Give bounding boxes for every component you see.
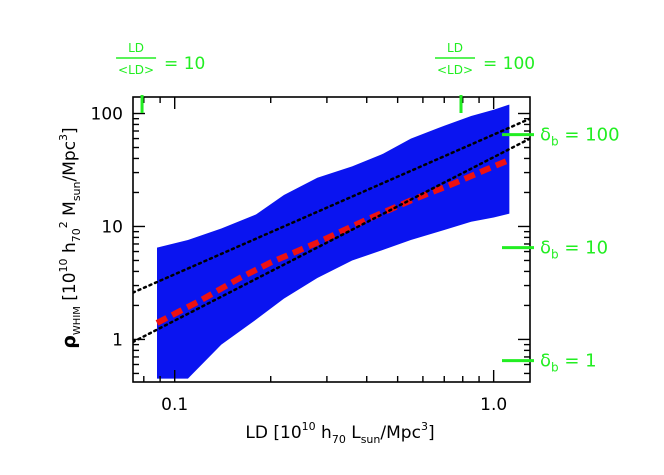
- dotted-line-1: [133, 117, 530, 294]
- plot-frame: [132, 96, 531, 383]
- x-tick-label: 0.1: [161, 395, 188, 415]
- top-marker-value: = 100: [483, 54, 535, 74]
- right-marker-label: δb = 100: [540, 125, 620, 149]
- y-axis-label: ρWHIM [1010 h702 Msun/Mpc3]: [57, 127, 83, 348]
- top-marker-denominator: <LD>: [118, 63, 154, 77]
- top-marker-numerator: LD: [128, 41, 144, 55]
- y-tick-label: 10: [101, 217, 123, 237]
- series-layer: [133, 117, 530, 344]
- y-tick-label: 100: [91, 105, 123, 125]
- band-layer: [157, 104, 510, 379]
- dashed-fit-line: [155, 158, 509, 326]
- top-marker-value: = 10: [164, 54, 205, 74]
- x-axis-label: LD [1010 h70 Lsun/Mpc3]: [245, 420, 434, 446]
- x-tick-label: 1.0: [480, 395, 507, 415]
- dotted-line-2: [133, 137, 530, 344]
- right-marker-label: δb = 1: [540, 351, 597, 375]
- right-marker-label: δb = 10: [540, 238, 608, 262]
- top-marker-denominator: <LD>: [437, 63, 473, 77]
- y-tick-label: 1: [112, 330, 123, 350]
- scatter-band: [157, 104, 510, 379]
- top-marker-numerator: LD: [447, 41, 463, 55]
- annotation-markers: LD <LD> = 10 LD <LD> = 100 δb = 1 δb = 10 δb = 1…: [116, 41, 620, 375]
- tick-labels: 0.1 1.0 1 10 100: [91, 105, 508, 415]
- axes-layer: [132, 96, 531, 383]
